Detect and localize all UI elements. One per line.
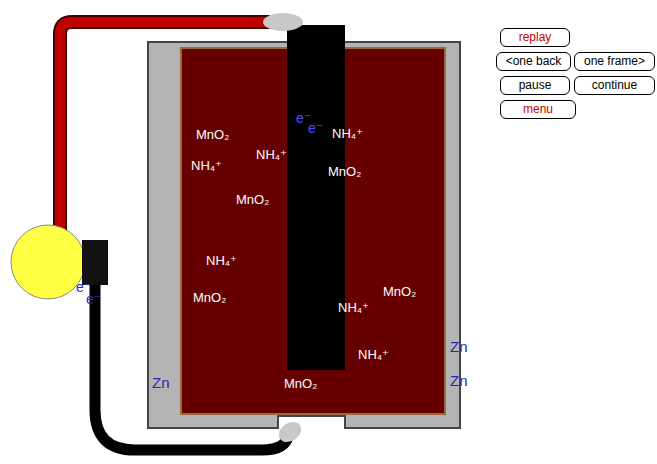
button-label: pause bbox=[519, 78, 552, 92]
mno2-label: MnO₂ bbox=[236, 192, 269, 207]
mno2-label: MnO₂ bbox=[193, 290, 226, 305]
control-button: <one back bbox=[496, 52, 571, 71]
control-button: one frame> bbox=[574, 52, 655, 71]
black-wire bbox=[95, 285, 288, 450]
bulb-base bbox=[82, 240, 108, 285]
control-button: menu bbox=[500, 100, 576, 119]
mno2-label: MnO₂ bbox=[284, 376, 317, 391]
electron-label: e⁻ bbox=[308, 121, 323, 136]
wire-outline bbox=[60, 22, 270, 240]
button-label: <one back bbox=[506, 54, 562, 68]
zinc-label: Zn bbox=[450, 373, 468, 388]
zinc-label: Zn bbox=[152, 375, 170, 390]
control-button: pause bbox=[500, 76, 570, 95]
nh4-label: NH₄⁺ bbox=[256, 147, 287, 162]
button-label: menu bbox=[523, 102, 553, 116]
button-label: one frame> bbox=[584, 54, 645, 68]
nh4-label: NH₄⁺ bbox=[358, 347, 389, 362]
control-button: continue bbox=[574, 76, 655, 95]
carbon-rod bbox=[287, 25, 345, 370]
electron-label: e⁻ bbox=[86, 292, 101, 307]
top-terminal bbox=[263, 13, 303, 31]
nh4-label: NH₄⁺ bbox=[206, 253, 237, 268]
mno2-label: MnO₂ bbox=[196, 127, 229, 142]
control-button: replay bbox=[500, 28, 570, 47]
zinc-label: Zn bbox=[450, 339, 468, 354]
nh4-label: NH₄⁺ bbox=[191, 158, 222, 173]
red-wire bbox=[60, 22, 270, 240]
button-label: replay bbox=[519, 30, 552, 44]
nh4-label: NH₄⁺ bbox=[332, 126, 363, 141]
bottom-terminal bbox=[275, 418, 305, 447]
light-bulb bbox=[11, 225, 85, 299]
button-label: continue bbox=[592, 78, 637, 92]
mno2-label: MnO₂ bbox=[328, 164, 361, 179]
mno2-label: MnO₂ bbox=[383, 284, 416, 299]
nh4-label: NH₄⁺ bbox=[338, 300, 369, 315]
